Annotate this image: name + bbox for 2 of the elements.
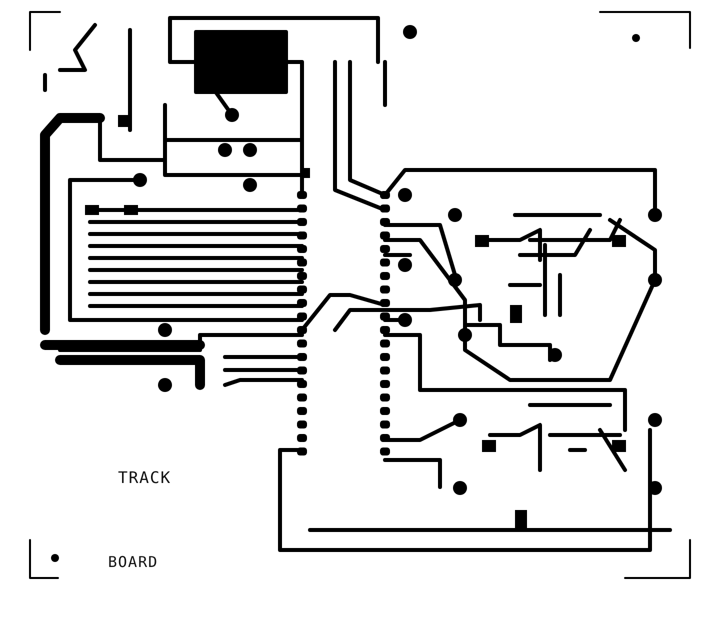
- board-text: TRACK: [118, 468, 172, 487]
- board-text: BOARD: [108, 553, 158, 571]
